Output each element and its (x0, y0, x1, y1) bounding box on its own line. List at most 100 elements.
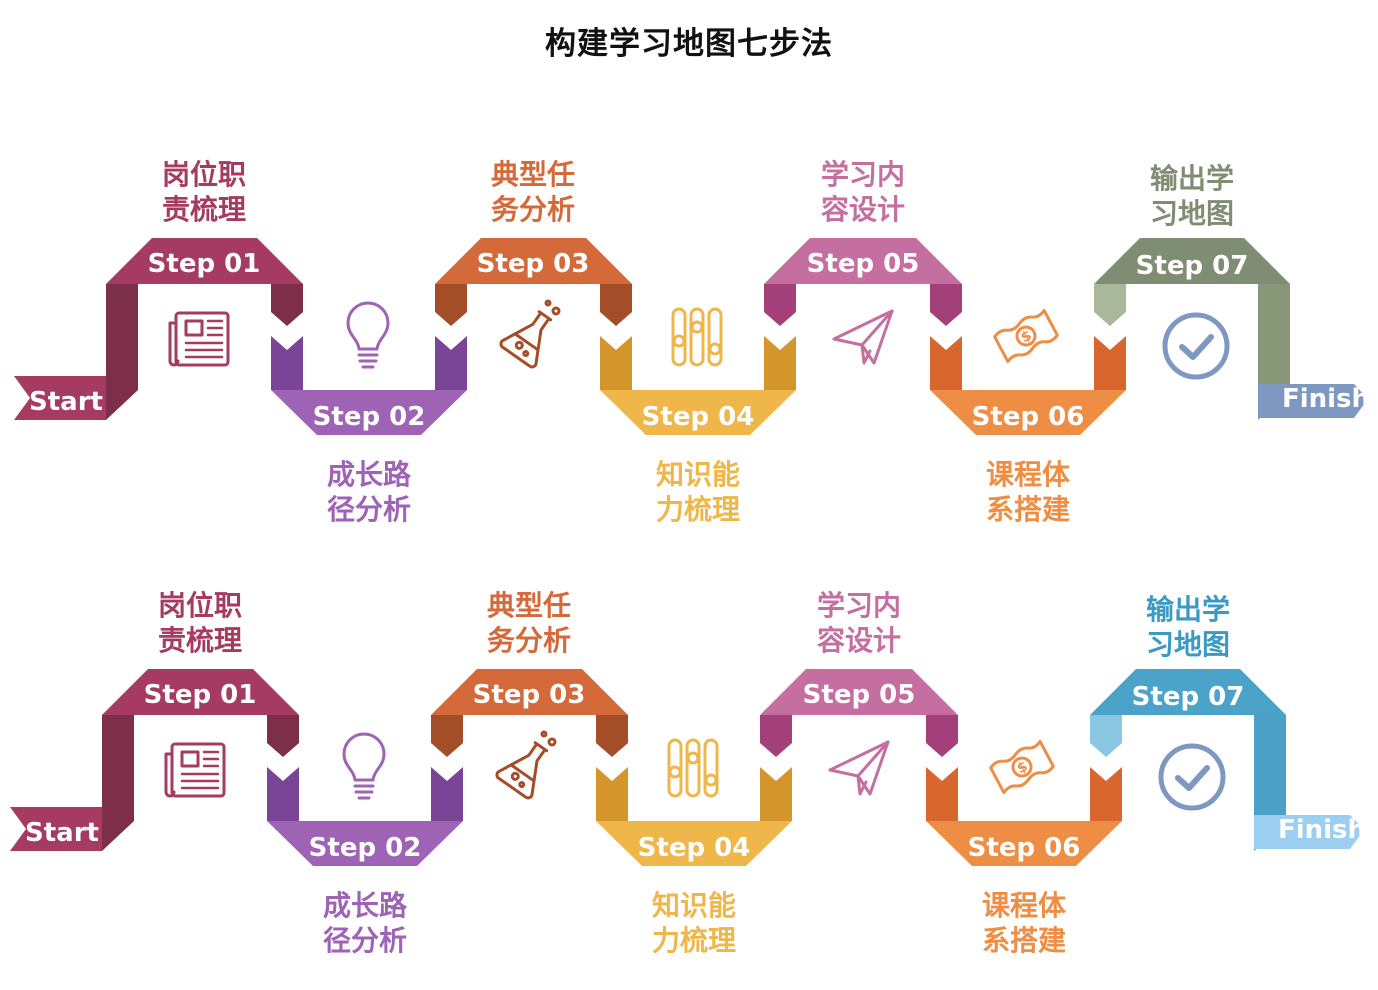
step-07-title-line-2: 习地图 (1146, 628, 1230, 661)
step-03-title-line-1: 典型任 (491, 158, 575, 191)
step-02-title-line-1: 成长路 (327, 458, 412, 491)
money-icon: $ (989, 739, 1055, 795)
step-04-title-line-2: 力梳理 (656, 493, 740, 526)
finish-banner (1254, 815, 1364, 849)
step-05-title-line-1: 学习内 (817, 589, 901, 622)
finish-label: Finish (1282, 384, 1370, 414)
lightbulb-icon (346, 301, 390, 369)
step-03-title-line-2: 务分析 (491, 193, 575, 226)
step-06-label: Step 06 (972, 402, 1085, 432)
step-06-title-line-1: 课程体 (982, 889, 1067, 922)
step-01-label: Step 01 (148, 249, 261, 279)
step-02-label: Step 02 (309, 833, 422, 863)
connector-top-4 (764, 284, 796, 326)
connector-bottom-6 (1094, 336, 1126, 390)
step-05-title-line-2: 容设计 (817, 624, 901, 657)
step-01-left-column (102, 715, 134, 851)
flask-icon (495, 730, 557, 800)
step-07-label: Step 07 (1132, 682, 1245, 712)
connector-top-1 (271, 284, 303, 326)
step-03-title-line-1: 典型任 (487, 589, 571, 622)
connector-top-3 (600, 284, 632, 326)
step-03-title-line-2: 务分析 (487, 624, 571, 657)
connector-top-2 (431, 715, 463, 757)
connector-bottom-5 (926, 767, 958, 821)
step-02-band (271, 390, 467, 435)
step-06-title-line-1: 课程体 (986, 458, 1071, 491)
check-circle-icon (1162, 312, 1230, 380)
connector-top-5 (930, 284, 962, 326)
connector-bottom-3 (596, 767, 628, 821)
step-02-title-line-1: 成长路 (323, 889, 408, 922)
step-04-label: Step 04 (638, 833, 751, 863)
step-07-band (1090, 669, 1286, 715)
money-icon: $ (993, 308, 1059, 364)
step-06-label: Step 06 (968, 833, 1081, 863)
connector-bottom-2 (435, 336, 467, 390)
step-03-label: Step 03 (473, 680, 586, 710)
connector-top-4 (760, 715, 792, 757)
step-01-label: Step 01 (144, 680, 257, 710)
finish-banner (1258, 384, 1368, 418)
step-07-band (1094, 238, 1290, 284)
newspaper-icon (168, 311, 230, 367)
connector-top-6 (1094, 284, 1126, 326)
step-01-title-line-2: 责梳理 (162, 193, 246, 226)
step-04-title-line-1: 知识能 (656, 458, 740, 491)
start-label: Start (29, 387, 103, 417)
step-02-title-line-2: 径分析 (327, 493, 411, 526)
connector-bottom-1 (267, 767, 299, 821)
step-04-title-line-2: 力梳理 (652, 924, 736, 957)
step-02-band (267, 821, 463, 866)
connector-top-5 (926, 715, 958, 757)
sliders-icon (671, 307, 723, 367)
connector-bottom-1 (271, 336, 303, 390)
step-07-title-line-1: 输出学 (1146, 593, 1230, 626)
lightbulb-icon (342, 732, 386, 800)
step-05-band (764, 238, 962, 284)
connector-bottom-4 (764, 336, 796, 390)
step-06-band (926, 821, 1122, 866)
connector-top-6 (1090, 715, 1122, 757)
step-06-band (930, 390, 1126, 435)
step-05-label: Step 05 (807, 249, 920, 279)
connector-top-1 (267, 715, 299, 757)
step-07-label: Step 07 (1136, 251, 1249, 281)
step-01-band (102, 669, 299, 715)
step-05-title-line-1: 学习内 (821, 158, 905, 191)
step-01-title-line-2: 责梳理 (158, 624, 242, 657)
connector-top-2 (435, 284, 467, 326)
page-title: 构建学习地图七步法 (545, 26, 833, 62)
newspaper-icon (164, 742, 226, 798)
step-06-title-line-2: 系搭建 (986, 493, 1070, 526)
ribbon-row-1: Step 01 Step 03 Step 05 Step 07 Step 02 Step … (14, 158, 1370, 526)
start-banner (10, 807, 102, 851)
step-07-title-line-2: 习地图 (1150, 197, 1234, 230)
step-04-title-line-1: 知识能 (652, 889, 736, 922)
connector-bottom-5 (930, 336, 962, 390)
connector-top-3 (596, 715, 628, 757)
step-02-title-line-2: 径分析 (323, 924, 407, 957)
connector-bottom-4 (760, 767, 792, 821)
step-05-band (760, 669, 958, 715)
sliders-icon (667, 738, 719, 798)
step-07-title-line-1: 输出学 (1150, 162, 1234, 195)
step-04-band (596, 821, 792, 866)
paper-plane-icon (828, 740, 890, 796)
step-03-label: Step 03 (477, 249, 590, 279)
finish-label: Finish (1278, 815, 1366, 845)
step-01-left-column (106, 284, 138, 420)
start-banner (14, 376, 106, 420)
flask-icon (499, 299, 561, 369)
connector-bottom-2 (431, 767, 463, 821)
step-06-title-line-2: 系搭建 (982, 924, 1066, 957)
start-label: Start (25, 818, 99, 848)
check-circle-icon (1158, 743, 1226, 811)
step-05-title-line-2: 容设计 (821, 193, 905, 226)
connector-bottom-6 (1090, 767, 1122, 821)
step-02-label: Step 02 (313, 402, 426, 432)
step-04-band (600, 390, 796, 435)
